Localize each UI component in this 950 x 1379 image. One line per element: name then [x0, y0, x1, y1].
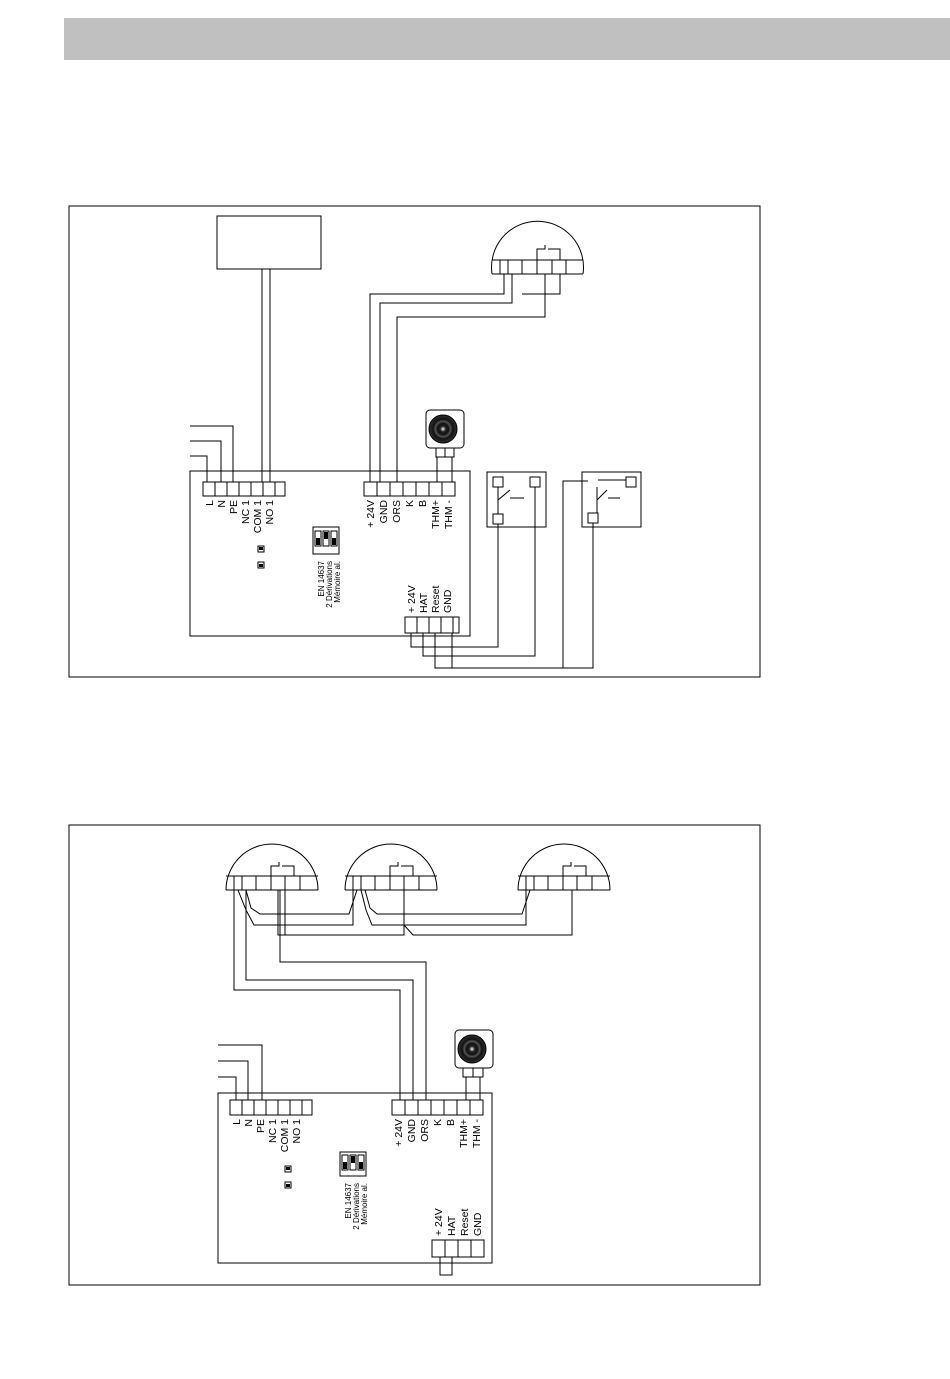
power-labels-2: L N PE NC 1 COM 1 NO 1: [231, 1119, 303, 1152]
svg-text:+ 24V: + 24V: [393, 1119, 405, 1147]
call-point-1: [487, 472, 546, 527]
bus-labels-1: + 24V GND ORS K B THM+ THM -: [365, 500, 455, 530]
svg-text:ORS: ORS: [391, 500, 403, 523]
smoke-detector-2c: [518, 844, 610, 890]
svg-text:COM 1: COM 1: [279, 1119, 291, 1152]
module-text-2: EN 14637 2 Dérivations Mémoire al.: [344, 1182, 369, 1229]
svg-text:ORS: ORS: [419, 1119, 431, 1142]
power-terminal-block-2: [230, 1100, 312, 1115]
svg-text:GND: GND: [378, 500, 390, 524]
svg-text:Reset: Reset: [459, 1208, 471, 1236]
smoke-detector-2a: [226, 844, 318, 890]
label-N: N: [216, 500, 228, 508]
svg-text:+ 24V: + 24V: [406, 585, 418, 613]
label-NO1: NO 1: [264, 500, 276, 525]
diagram-1: L N PE NC 1 COM 1 NO 1 EN 14637 2 Dériva…: [69, 206, 760, 677]
svg-text:K: K: [404, 500, 416, 507]
label-PE: PE: [228, 500, 240, 514]
svg-text:THM+: THM+: [430, 500, 442, 529]
svg-text:GND: GND: [442, 589, 454, 613]
svg-text:Mémoire al.: Mémoire al.: [333, 561, 342, 603]
svg-text:HAT: HAT: [418, 592, 430, 613]
smoke-detector-1: [492, 221, 584, 274]
module-text-1: EN 14637 2 Dérivations Mémoire al.: [317, 560, 342, 607]
svg-text:HAT: HAT: [446, 1215, 458, 1236]
diagram-2-frame: [69, 825, 760, 1285]
dip-switch-2: [340, 1152, 366, 1176]
dip-switch-1: [313, 527, 339, 554]
device-box: [217, 216, 321, 269]
bus-terminal-block-1: [364, 482, 455, 496]
svg-text:K: K: [432, 1119, 444, 1126]
label-COM1: COM 1: [252, 500, 264, 533]
svg-text:Mémoire al.: Mémoire al.: [360, 1183, 369, 1225]
sounder-icon-2: [455, 1030, 493, 1100]
smoke-detector-2b: [345, 844, 437, 890]
svg-text:L: L: [231, 1119, 243, 1125]
svg-text:B: B: [445, 1119, 457, 1126]
call-point-2: [582, 472, 641, 527]
label-NC1: NC 1: [240, 500, 252, 524]
svg-text:NO 1: NO 1: [291, 1119, 303, 1144]
svg-text:PE: PE: [255, 1119, 267, 1133]
svg-text:THM -: THM -: [443, 500, 455, 530]
svg-text:THM+: THM+: [458, 1119, 470, 1148]
remote-labels-1: + 24V HAT Reset GND: [406, 585, 454, 613]
remote-terminal-block-1: [405, 617, 459, 633]
svg-text:+ 24V: + 24V: [365, 500, 377, 528]
control-board-2: [218, 1093, 492, 1263]
svg-text:GND: GND: [406, 1119, 418, 1143]
remote-labels-2: + 24V HAT Reset GND: [433, 1208, 484, 1236]
power-labels-1: L N PE NC 1 COM 1 NO 1: [204, 500, 276, 533]
svg-text:Reset: Reset: [430, 585, 442, 613]
svg-text:THM -: THM -: [471, 1119, 483, 1149]
remote-terminal-block-2: [432, 1240, 484, 1275]
svg-text:N: N: [243, 1119, 255, 1127]
bus-labels-2: + 24V GND ORS K B THM+ THM -: [393, 1119, 483, 1149]
svg-text:GND: GND: [472, 1212, 484, 1236]
svg-text:NC 1: NC 1: [267, 1119, 279, 1143]
power-terminal-block-1: [203, 482, 285, 496]
svg-text:B: B: [417, 500, 429, 507]
svg-text:+ 24V: + 24V: [433, 1208, 445, 1236]
label-L: L: [204, 500, 216, 506]
diagram-2: L N PE NC 1 COM 1 NO 1 EN 14637 2 Dériva…: [69, 825, 760, 1285]
bus-terminal-block-2: [392, 1100, 483, 1115]
